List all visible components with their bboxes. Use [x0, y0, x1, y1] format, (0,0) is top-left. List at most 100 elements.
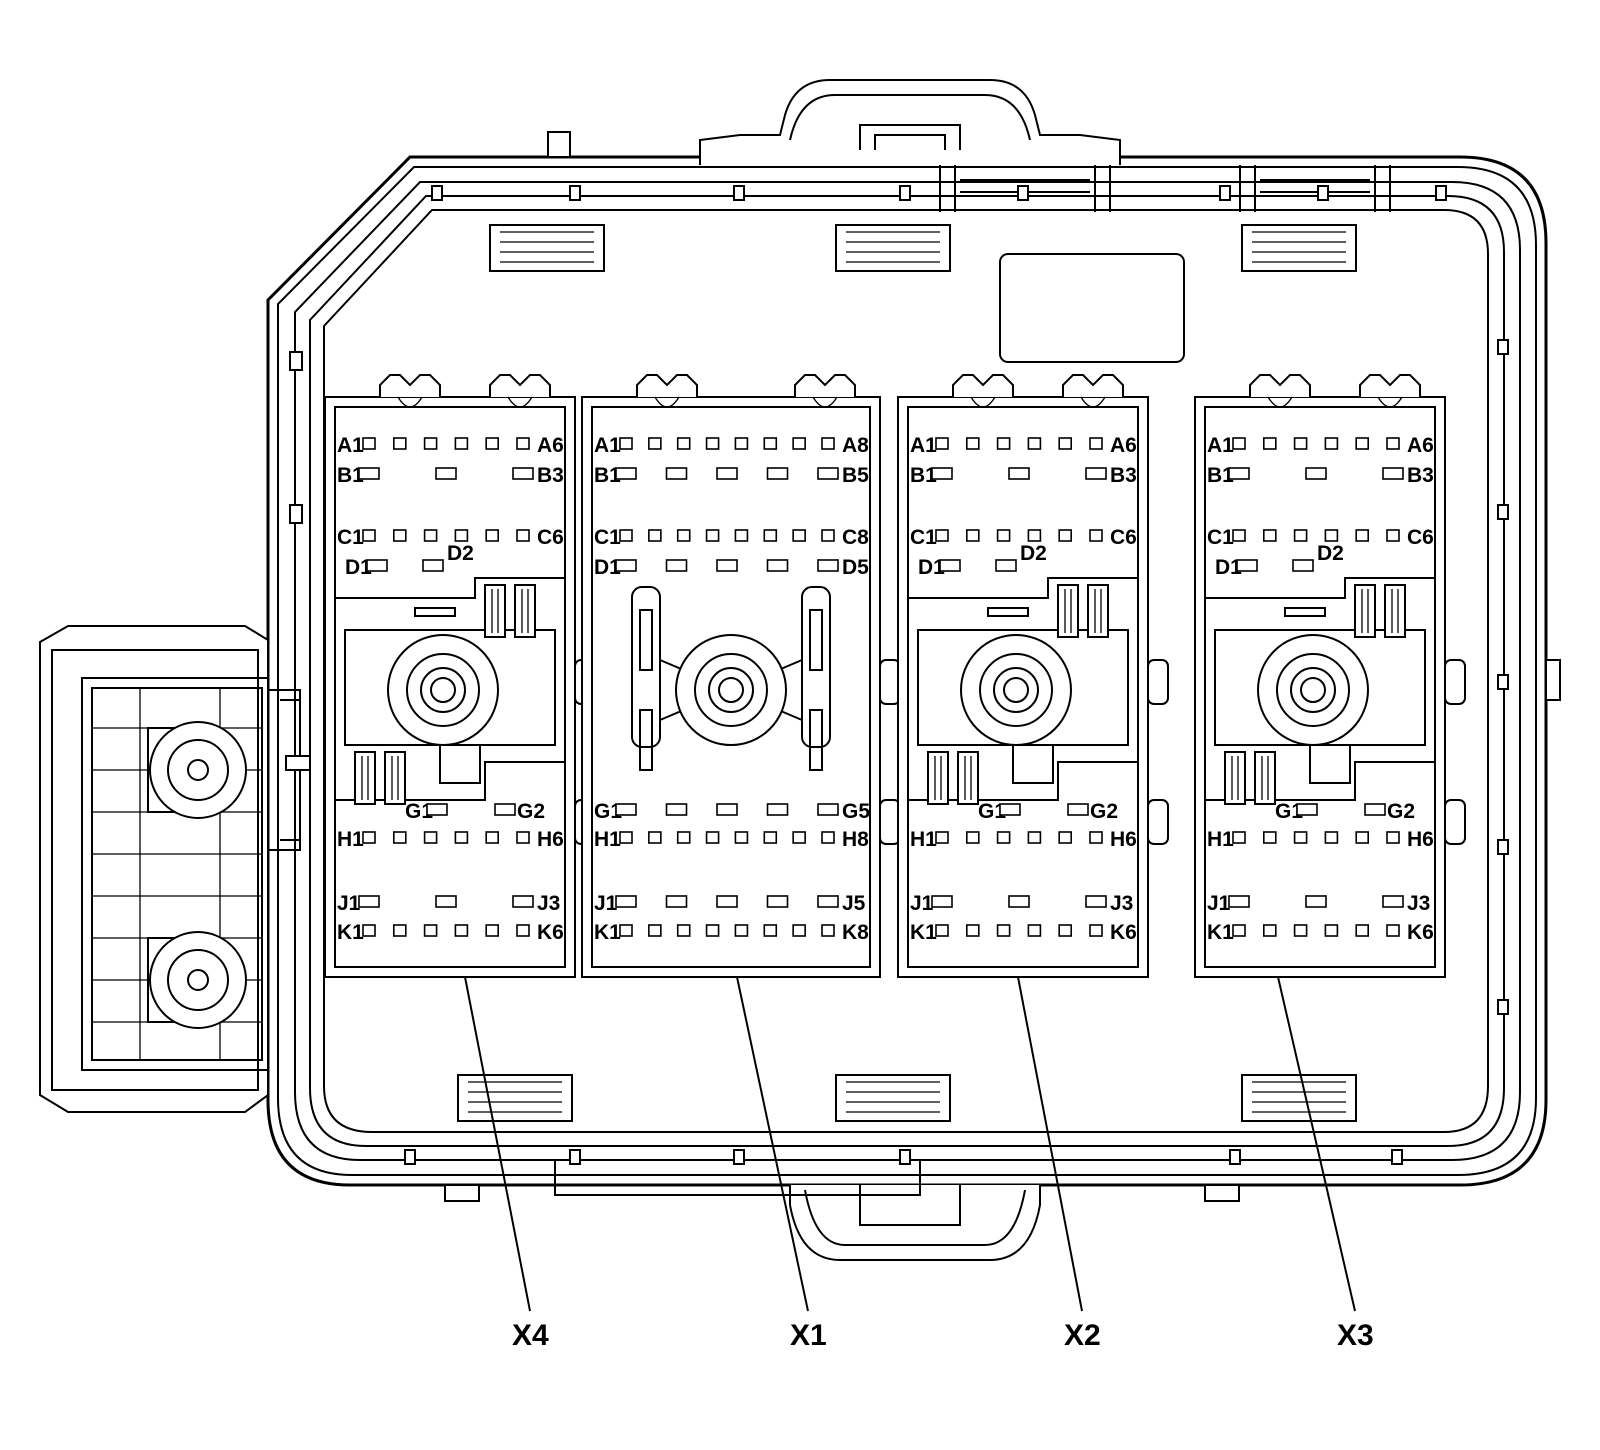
pin-cavity [1058, 437, 1072, 450]
pin-label-b1: B1 [594, 464, 621, 487]
pin-cavity [362, 529, 376, 542]
pin-cavity [1008, 895, 1030, 908]
pin-label-k1: K1 [1207, 921, 1234, 944]
housing [266, 79, 1561, 1261]
pin-cavity [1293, 437, 1308, 450]
pin-label-d5: D5 [842, 556, 869, 579]
pin-cavity [1085, 467, 1107, 480]
latch-notch [1249, 374, 1311, 397]
pin-cavity [1089, 924, 1103, 937]
terminal-lock-tab [354, 751, 376, 805]
pin-cavity [454, 437, 469, 450]
pin-label-h6: H6 [537, 828, 564, 851]
pin-cavity [1027, 924, 1042, 937]
pin-label-j1: J1 [1207, 892, 1231, 915]
pin-cavity [1355, 924, 1369, 937]
pin-label-c1: C1 [1207, 526, 1234, 549]
pin-cavity [423, 831, 438, 844]
pin-label-b1: B1 [337, 464, 364, 487]
terminal-lock-tab [484, 584, 506, 638]
pin-cavity [676, 529, 691, 542]
pin-cavity [619, 924, 633, 937]
pin-cavity [1296, 803, 1318, 816]
pin-cavity [1228, 895, 1250, 908]
pin-cavity [1386, 529, 1400, 542]
pin-cavity [763, 437, 778, 450]
pin-cavity [996, 831, 1011, 844]
bolt-head [708, 667, 754, 713]
pin-cavity [716, 803, 738, 816]
terminal-lock-tab [927, 751, 949, 805]
tab-ribs [1094, 589, 1102, 633]
bolt-collar [1276, 653, 1350, 727]
callout-x2: X2 [1064, 1319, 1101, 1352]
pin-cavity [935, 831, 949, 844]
callout-leader [736, 976, 809, 1312]
pin-cavity [619, 437, 633, 450]
rail-slot [809, 609, 823, 671]
pin-label-a1: A1 [1207, 434, 1234, 457]
pin-cavity [792, 529, 806, 542]
pin-cavity [676, 437, 691, 450]
pin-cavity [392, 924, 407, 937]
pin-cavity [705, 831, 720, 844]
bolt-collar [694, 653, 768, 727]
connector-bridge [1444, 659, 1466, 705]
pin-label-h8: H8 [842, 828, 869, 851]
pin-label-d2: D2 [447, 542, 474, 565]
pin-cavity [1058, 831, 1072, 844]
pin-cavity [792, 831, 806, 844]
rail-slot [809, 709, 823, 771]
pin-label-g2: G2 [1387, 800, 1415, 823]
terminal-lock-tab [384, 751, 406, 805]
pin-label-c8: C8 [842, 526, 869, 549]
pin-cavity [766, 467, 789, 480]
pin-label-b3: B3 [1407, 464, 1434, 487]
pin-cavity [676, 924, 691, 937]
pin-cavity [1232, 924, 1246, 937]
pin-cavity [931, 895, 953, 908]
pin-cavity [996, 924, 1011, 937]
pin-cavity [965, 437, 980, 450]
pin-cavity [1324, 437, 1339, 450]
pin-cavity [965, 924, 980, 937]
bolt-boss [960, 634, 1072, 746]
pin-cavity [1292, 559, 1314, 572]
tab-ribs [1231, 756, 1239, 800]
pin-cavity [648, 437, 662, 450]
pin-cavity [648, 924, 662, 937]
pin-label-g2: G2 [517, 800, 545, 823]
notch-curve [397, 396, 423, 408]
pin-cavity [817, 559, 839, 572]
pin-cavity [1355, 437, 1369, 450]
pin-cavity [1085, 895, 1107, 908]
pin-cavity [821, 924, 835, 937]
pin-cavity [766, 559, 789, 572]
pin-cavity [1382, 895, 1404, 908]
pin-cavity [454, 529, 469, 542]
pin-cavity [792, 437, 806, 450]
pin-cavity [665, 559, 688, 572]
pin-cavity [1228, 467, 1250, 480]
pin-cavity [1386, 437, 1400, 450]
pin-cavity [996, 529, 1011, 542]
pin-cavity [615, 467, 637, 480]
pin-cavity [426, 803, 448, 816]
pin-cavity [821, 529, 835, 542]
connector-bridge [1147, 659, 1169, 705]
pin-label-c1: C1 [910, 526, 937, 549]
pin-cavity [716, 895, 738, 908]
pin-cavity [615, 895, 637, 908]
key-slot [1309, 744, 1351, 784]
pin-cavity [1263, 437, 1277, 450]
pin-label-a6: A6 [1407, 434, 1434, 457]
latch-notch [794, 374, 856, 397]
pin-label-c6: C6 [1110, 526, 1137, 549]
callout-x1: X1 [790, 1319, 827, 1352]
pin-cavity [1293, 924, 1308, 937]
bolt-collar [979, 653, 1053, 727]
pin-cavity [734, 529, 749, 542]
pin-cavity [648, 529, 662, 542]
pin-label-d2: D2 [1317, 542, 1344, 565]
notch-curve [1080, 396, 1106, 408]
